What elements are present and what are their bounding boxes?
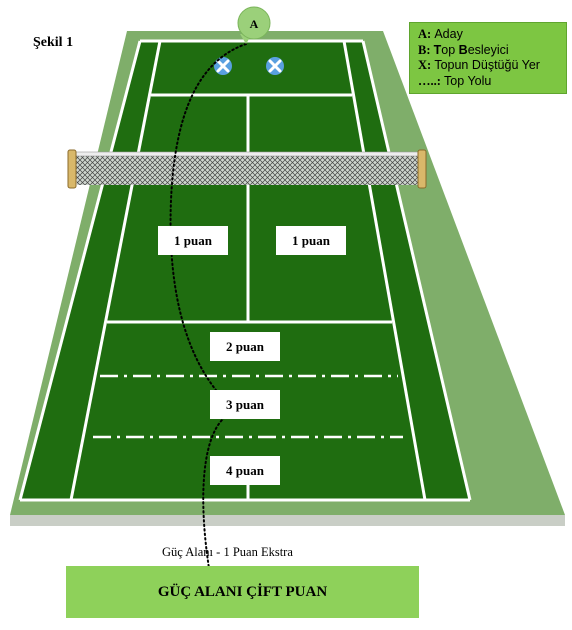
legend-text: Aday [434, 27, 463, 41]
candidate-marker: A [237, 6, 271, 44]
legend-item: B: Top Besleyici [418, 43, 558, 59]
court-base-edge [10, 515, 565, 526]
zone-label-4: 4 puan [226, 463, 265, 478]
candidate-label: A [250, 17, 259, 31]
legend-item: X: Topun Düştüğü Yer [418, 58, 558, 74]
x-marker-icon [214, 57, 232, 75]
court-lines [18, 39, 472, 502]
zone-label-box [210, 332, 280, 361]
ball-path [169, 43, 247, 587]
legend-text: T [433, 42, 442, 57]
legend-item: A: Aday [418, 27, 558, 43]
net-post-right [417, 149, 427, 189]
zone-label-right-service: 1 puan [292, 233, 331, 248]
zone-label-box [210, 390, 280, 419]
net-post-left [67, 149, 77, 189]
legend-text: esleyici [467, 42, 509, 57]
x-marker-icon [266, 57, 284, 75]
legend-text: B [458, 42, 468, 57]
zone-label-left-service: 1 puan [174, 233, 213, 248]
legend-key: B: [418, 42, 434, 57]
legend-text: Top Yolu [444, 73, 492, 88]
legend-item: …..: Top Yolu [418, 74, 558, 90]
zone-label-box [210, 456, 280, 485]
figure-title: Şekil 1 [33, 35, 74, 50]
zone-label-3: 3 puan [226, 397, 265, 412]
zone-label-2: 2 puan [226, 339, 265, 354]
legend-key: A: [418, 27, 435, 41]
power-zone-label: GÜÇ ALANI ÇİFT PUAN [157, 583, 328, 600]
legend-key: X: [418, 58, 435, 72]
power-zone-caption: Güç Alanı - 1 Puan Ekstra [162, 545, 293, 559]
zone-label-box [276, 226, 346, 255]
power-zone-box: GÜÇ ALANI ÇİFT PUAN [66, 566, 419, 618]
zone-label-box [158, 226, 228, 255]
legend-text: Topun Düştüğü Yer [434, 58, 540, 72]
legend-key: …..: [418, 73, 445, 88]
tennis-net [67, 149, 427, 189]
legend-text: op [441, 42, 459, 57]
